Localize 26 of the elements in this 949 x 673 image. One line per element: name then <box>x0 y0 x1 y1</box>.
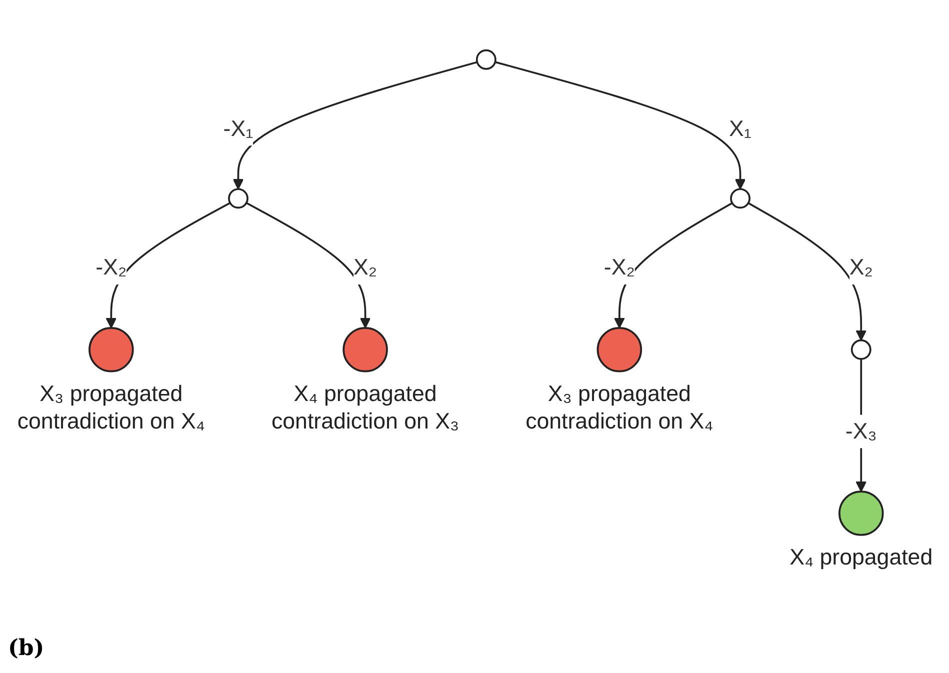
arrow <box>494 61 746 190</box>
edge-label: -X₂ <box>95 254 126 280</box>
node-circle <box>838 490 884 536</box>
node-circle <box>850 339 871 360</box>
arrow <box>613 202 732 328</box>
node-caption: X₃ propagated contradiction on X₄ <box>16 381 204 434</box>
arrow <box>245 202 370 328</box>
edge-label: X₁ <box>728 116 751 141</box>
node-caption: X₄ propagated contradiction on X₃ <box>271 381 459 434</box>
arrow <box>232 61 477 190</box>
node-caption: X₃ propagated contradiction on X₄ <box>525 381 713 434</box>
edge-label: -X₃ <box>844 418 876 444</box>
arrow <box>105 202 230 328</box>
node-circle <box>88 327 134 372</box>
edge-label: -X₂ <box>603 254 634 280</box>
node-circle <box>475 49 496 70</box>
figure-caption: (b) <box>8 635 44 661</box>
node-circle <box>596 327 642 372</box>
node-caption: X₄ propagated <box>789 544 932 570</box>
node-circle <box>228 188 248 209</box>
arrow <box>747 202 866 341</box>
edge-label: X₂ <box>848 254 872 280</box>
node-circle <box>342 327 388 372</box>
edge-label: -X₁ <box>222 116 253 141</box>
edge-label: X₂ <box>353 254 377 280</box>
node-circle <box>730 188 750 209</box>
